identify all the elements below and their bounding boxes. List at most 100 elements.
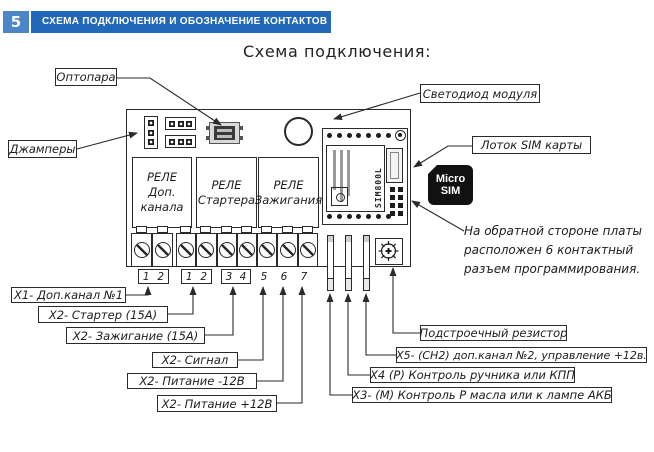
terminal — [277, 226, 298, 267]
jumper-header-top — [165, 117, 196, 130]
leader-sim-tray — [413, 145, 472, 168]
relay-label-line: РЕЛЕ — [211, 177, 242, 192]
label-x2-signal: Х2- Сигнал — [152, 352, 238, 368]
section-title-bar: СХЕМА ПОДКЛЮЧЕНИЯ И ОБОЗНАЧЕНИЕ КОНТАКТО… — [31, 11, 331, 33]
jumper-pin — [148, 129, 154, 136]
programming-pads — [390, 187, 403, 216]
optocoupler-die — [214, 126, 235, 140]
leader-x1 — [126, 286, 152, 296]
gsm-chip-marking: SIM800L — [374, 167, 383, 208]
label-optocoupler: Оптопара — [55, 68, 117, 86]
screw-icon — [133, 242, 150, 258]
terminal-number: 4 — [239, 270, 247, 283]
leader-x5 — [362, 293, 396, 356]
relay-ignition: РЕЛЕ Зажигания — [254, 157, 323, 228]
terminal-number-7: 7 — [300, 270, 308, 283]
relay-label-line: канала — [140, 200, 184, 214]
label-sim-tray: Лоток SIM карты — [472, 136, 591, 154]
terminal-number: 2 — [200, 270, 208, 283]
trimmer-gear-icon — [378, 241, 399, 261]
section-number-badge: 5 — [3, 11, 29, 33]
leader-x2-power-minus — [257, 286, 287, 382]
trimmer-resistor — [375, 238, 403, 265]
pin-x4 — [345, 235, 352, 291]
label-x2-starter: Х2- Стартер (15А) — [38, 306, 168, 323]
terminal-number: 1 — [185, 270, 193, 283]
terminal — [216, 226, 237, 267]
pin-x3 — [327, 235, 334, 291]
screw-icon — [299, 242, 316, 258]
module-pin-row-top — [327, 133, 391, 138]
jumper-pin — [168, 138, 175, 145]
terminal-block-x2 — [176, 226, 319, 267]
jumper-pin — [168, 120, 175, 127]
note-line: расположен 6 контактный — [464, 243, 634, 257]
relay-label-line: Зажигания — [254, 192, 323, 207]
terminal-numbers-x1: 1 2 — [138, 269, 169, 284]
screw-icon — [259, 242, 276, 258]
back-side-note: На обратной стороне платы расположен 6 к… — [464, 222, 654, 279]
terminal-number-5: 5 — [260, 270, 268, 283]
leader-x2-power-plus — [277, 286, 306, 404]
label-x1: Х1- Доп.канал №1 — [11, 287, 126, 303]
chip-pin — [239, 126, 243, 130]
jumper-pin — [177, 120, 184, 127]
chip-pin — [206, 126, 210, 130]
leader-x3 — [326, 293, 352, 396]
label-x5: Х5- (СН2) доп.канал №2, управление +12в. — [396, 347, 647, 363]
relay-aux-channel: РЕЛЕ Доп. канала — [132, 157, 192, 228]
micro-sim-icon: Micro SIM — [427, 164, 473, 205]
note-line: На обратной стороне платы — [464, 224, 642, 238]
leader-x2-ignition — [205, 286, 237, 336]
gsm-module: SIM800L — [322, 128, 408, 225]
jumper-pin — [148, 138, 154, 145]
leader-trimmer — [389, 267, 420, 334]
screw-icon — [239, 242, 256, 258]
leader-x4 — [344, 293, 370, 376]
relay-label-line: РЕЛЕ — [273, 177, 304, 192]
jumper-pin — [186, 120, 193, 127]
gsm-chip: SIM800L — [326, 145, 385, 212]
relay-label-line: РЕЛЕ — [146, 170, 178, 184]
label-x4: Х4 (Р) Контроль ручника или КПП — [370, 367, 575, 383]
terminal-numbers-x2-b: 3 4 — [221, 269, 251, 284]
terminal — [297, 226, 319, 267]
jumper-pin — [177, 138, 184, 145]
diagram-title: Схема подключения: — [243, 42, 432, 61]
note-line: разъем программирования. — [464, 262, 641, 276]
terminal — [176, 226, 197, 267]
terminal — [196, 226, 217, 267]
optocoupler-chip — [206, 122, 243, 144]
antenna-connector-icon — [395, 130, 406, 141]
terminal — [257, 226, 278, 267]
terminal-number: 3 — [225, 270, 233, 283]
micro-sim-text: Micro — [435, 173, 466, 185]
chip-pin — [239, 136, 243, 140]
terminal — [152, 226, 173, 267]
label-module-led: Светодиод модуля — [420, 84, 540, 103]
pin-x5 — [363, 235, 370, 291]
terminal — [131, 226, 152, 267]
jumper-header-bottom — [165, 135, 196, 148]
jumper-header-vertical — [144, 116, 158, 149]
module-pin-row-bottom — [327, 214, 391, 219]
label-x2-power-plus: Х2- Питание +12В — [157, 395, 277, 412]
terminal-number: 1 — [142, 270, 150, 283]
screw-icon — [198, 242, 215, 258]
terminal-numbers-x2-a: 1 2 — [181, 269, 212, 284]
leader-x2-starter — [168, 286, 197, 315]
label-x2-power-minus: Х2- Питание -12В — [127, 373, 257, 389]
label-trimmer: Подстроечный резистор — [419, 325, 568, 341]
relay-starter: РЕЛЕ Стартера — [196, 157, 257, 228]
chip-logo — [331, 187, 348, 206]
sim-tray — [386, 148, 403, 183]
terminal-number: 2 — [157, 270, 165, 283]
terminal-block-x1 — [131, 226, 173, 267]
jumper-pin — [186, 138, 193, 145]
chip-pin — [206, 136, 210, 140]
relay-label-line: Стартера — [197, 192, 256, 207]
leader-x2-signal — [238, 286, 267, 361]
terminal-number-6: 6 — [280, 270, 288, 283]
screw-icon — [279, 242, 296, 258]
